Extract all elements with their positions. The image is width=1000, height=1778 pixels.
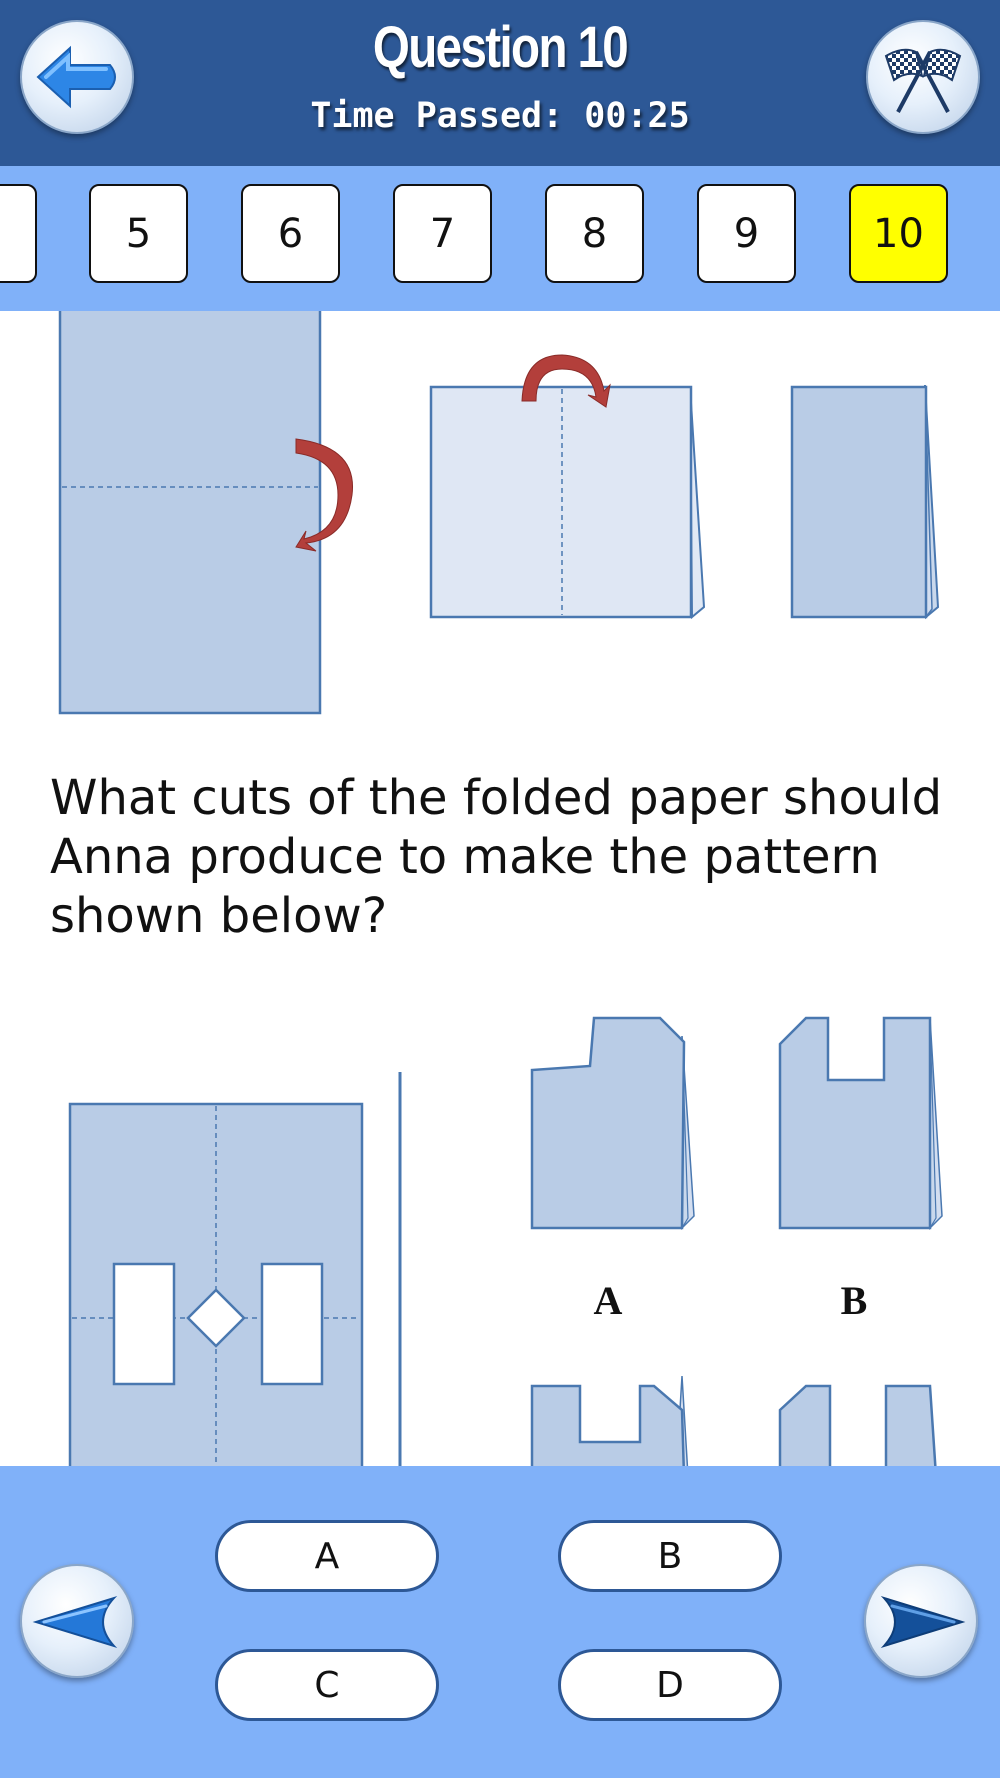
top-header: Question 10 Time Passed: 00:25	[0, 0, 1000, 166]
answer-footer: A B C D	[0, 1466, 1000, 1778]
answer-button-d[interactable]: D	[558, 1649, 782, 1721]
finish-button[interactable]	[866, 20, 980, 134]
question-button-5[interactable]: 5	[89, 184, 188, 283]
option-b-shape	[778, 1016, 932, 1230]
option-d-shape-right	[884, 1384, 937, 1466]
prev-question-button[interactable]	[20, 1564, 134, 1678]
timer-value: 00:25	[584, 96, 690, 136]
back-arrow-icon	[36, 45, 116, 109]
next-arrow-icon	[880, 1595, 966, 1649]
question-content[interactable]: What cuts of the folded paper should Ann…	[0, 311, 1000, 1466]
pattern-hole-left	[112, 1262, 176, 1386]
fold-arrow-icon-2	[521, 354, 611, 408]
fold-arrow-icon	[295, 438, 354, 552]
timer-readout: Time Passed: 00:25	[200, 96, 800, 136]
paper-sheet-unfolded	[58, 311, 322, 715]
back-button[interactable]	[20, 20, 134, 134]
folding-steps-figure	[58, 311, 940, 715]
next-question-button[interactable]	[864, 1564, 978, 1678]
checkered-flags-icon	[884, 48, 962, 113]
pattern-hole-diamond	[186, 1288, 246, 1348]
question-text: What cuts of the folded paper should Ann…	[50, 770, 943, 944]
question-number-strip: 5 6 7 8 9 10	[0, 166, 1000, 311]
option-a-shape	[530, 1016, 686, 1230]
question-button-4-partial[interactable]	[0, 184, 37, 283]
page-title: Question 10	[372, 15, 629, 80]
question-button-9[interactable]: 9	[697, 184, 796, 283]
question-button-6[interactable]: 6	[241, 184, 340, 283]
answer-button-c[interactable]: C	[215, 1649, 439, 1721]
option-c-shape	[530, 1384, 685, 1466]
prev-arrow-icon	[32, 1595, 118, 1649]
option-label-a: A	[593, 1278, 623, 1323]
option-d-shape-left	[778, 1384, 832, 1466]
paper-folded-once	[429, 385, 693, 619]
question-button-10[interactable]: 10	[849, 184, 948, 283]
answer-button-b[interactable]: B	[558, 1520, 782, 1592]
question-button-8[interactable]: 8	[545, 184, 644, 283]
answer-button-a[interactable]: A	[215, 1520, 439, 1592]
pattern-and-options-figure	[68, 1016, 943, 1466]
option-label-b: B	[840, 1278, 868, 1323]
pattern-hole-right	[260, 1262, 324, 1386]
question-button-7[interactable]: 7	[393, 184, 492, 283]
paper-folded-twice	[790, 385, 928, 619]
timer-label: Time Passed:	[310, 96, 564, 136]
